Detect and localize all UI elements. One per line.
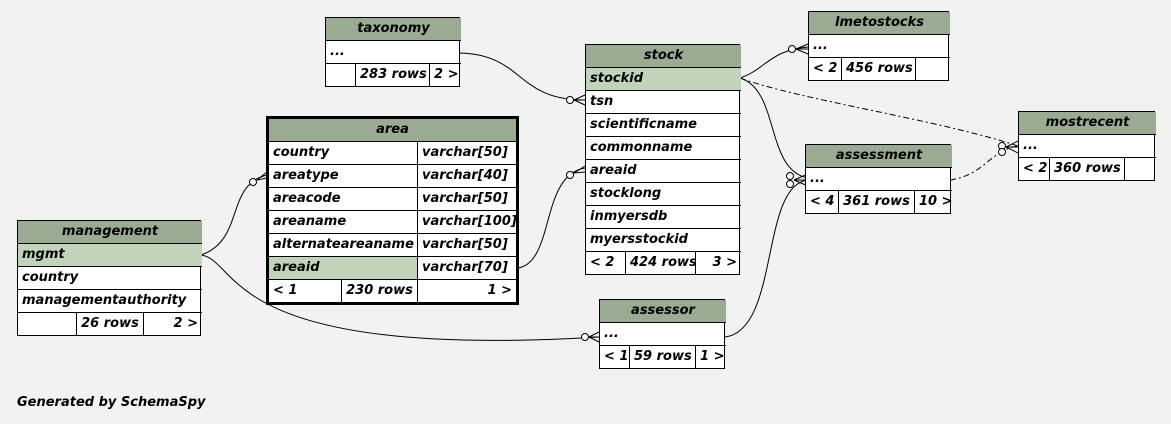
footer-row-count: 361 rows [839,191,915,213]
footer-children [916,58,950,80]
column-name: areatype [269,165,418,188]
footer-children: 3 > [712,255,737,270]
footer-row-count: 360 rows [1050,158,1125,180]
edge-area-stock [517,167,586,269]
column-type: varchar[40] [418,165,516,188]
footer-parents [326,64,356,86]
column-row: country [18,267,202,290]
generated-by-label: Generated by SchemaSpy [17,395,206,410]
footer-children: 10 > [919,194,952,209]
column-row: managementauthority [18,290,202,313]
footer-row-count: 230 rows [342,280,418,302]
footer-parents: < 1 [600,346,630,368]
column-row: commonname [586,137,741,160]
footer-children [1125,158,1156,180]
column-name: areacode [269,188,418,211]
footer-row-count: 424 rows [626,252,696,274]
table-title: taxonomy [326,18,461,41]
table-assessment[interactable]: assessment ... < 4 361 rows 10 > [805,144,952,214]
column-row: inmyersdb [586,206,741,229]
column-row: ... [1019,135,1156,158]
crowfoot-assessment-a [786,172,794,180]
table-title: assessor [600,300,726,323]
edge-assessment-mostrecent [949,145,1019,181]
footer-parents: < 4 [806,191,839,213]
table-area[interactable]: area country varchar[50] areatype varcha… [266,116,519,305]
table-title: lmetostocks [809,12,950,35]
crowfoot-management-area [249,178,257,186]
column-row: mgmt [18,244,202,267]
table-mostrecent[interactable]: mostrecent ... < 2 360 rows [1018,111,1156,181]
crowfoot-assessor [581,333,589,341]
column-type: varchar[70] [418,257,516,280]
footer-row-count: 283 rows [356,64,430,86]
column-row: ... [806,168,952,191]
crowfoot-taxonomy [566,96,574,104]
table-management[interactable]: management mgmt country managementauthor… [17,220,202,336]
column-type: varchar[50] [418,234,516,257]
column-name: country [269,142,418,165]
column-row: ... [326,41,461,64]
edge-management-area [200,174,268,256]
edge-stock-assessment [739,77,809,179]
table-stock[interactable]: stock stockid tsn scientificname commonn… [585,44,741,275]
crowfoot-area-stock [566,171,574,179]
footer-parents: < 2 [1019,158,1050,180]
table-assessor[interactable]: assessor ... < 1 59 rows 1 > [599,299,726,369]
edge-stock-mostrecent [739,77,1019,147]
column-row: tsn [586,91,741,114]
column-row: myersstockid [586,229,741,252]
edge-taxonomy-stock [459,52,586,101]
footer-children: 2 > [434,67,459,82]
column-name: alternateareaname [269,234,418,257]
table-title: mostrecent [1019,112,1156,135]
table-title: assessment [806,145,952,168]
column-row: stockid [586,68,741,91]
column-row: ... [809,35,950,58]
crowfoot-mostrecent-b [998,148,1006,156]
column-row: stocklong [586,183,741,206]
column-row: ... [600,323,726,346]
footer-row-count: 26 rows [77,313,144,335]
table-title: area [269,119,516,142]
crowfoot-mostrecent-a [998,142,1006,150]
footer-row-count: 59 rows [630,346,696,368]
crowfoot-lmetostocks [788,45,796,53]
footer-children: 1 > [700,349,725,364]
footer-parents: < 1 [269,280,342,302]
column-row: areaid [586,160,741,183]
table-title: stock [586,45,741,68]
column-type: varchar[100] [418,211,516,234]
column-name: areaid [269,257,418,280]
footer-parents: < 2 [586,252,626,274]
footer-row-count: 456 rows [842,58,916,80]
edge-stock-lmetostocks [739,46,809,79]
column-name: areaname [269,211,418,234]
table-title: management [18,221,202,244]
footer-parents [18,313,77,335]
column-type: varchar[50] [418,142,516,165]
footer-children: 2 > [173,316,198,331]
footer-children: 1 > [487,283,512,298]
footer-parents: < 2 [809,58,842,80]
column-row: scientificname [586,114,741,137]
crowfoot-assessment-b [786,180,794,188]
table-lmetostocks[interactable]: lmetostocks ... < 2 456 rows [808,11,950,81]
column-type: varchar[50] [418,188,516,211]
table-taxonomy[interactable]: taxonomy ... 283 rows 2 > [325,17,461,87]
